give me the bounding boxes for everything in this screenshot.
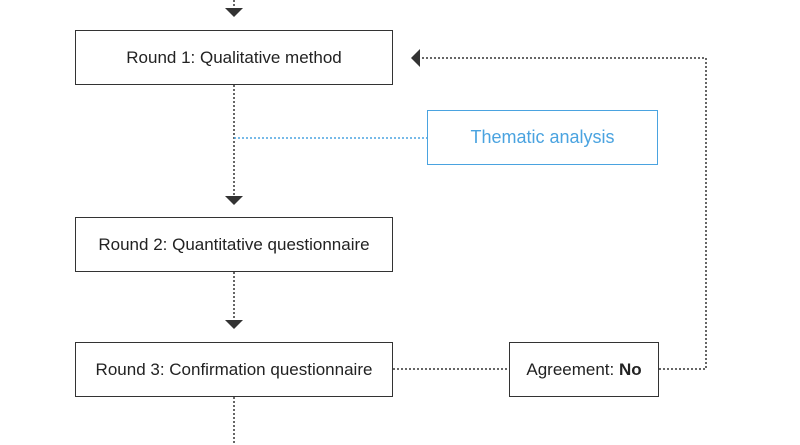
round1-qualitative-box: Round 1: Qualitative method: [75, 30, 393, 85]
round2-arrowhead: [225, 196, 243, 205]
round3-label: Round 3: Confirmation questionnaire: [95, 359, 373, 379]
thematic-analysis-label: Thematic analysis: [470, 127, 615, 147]
agreement-box: Agreement: No: [509, 342, 659, 397]
round2-label: Round 2: Quantitative questionnaire: [98, 234, 370, 254]
round1-feedback-arrowhead: [411, 49, 420, 67]
round2-quantitative-box: Round 2: Quantitative questionnaire: [75, 217, 393, 272]
thematic-analysis-box: Thematic analysis: [427, 110, 658, 165]
round1-label: Round 1: Qualitative method: [126, 47, 342, 67]
feedback-loop-connector: [420, 57, 707, 370]
round3-confirmation-box: Round 3: Confirmation questionnaire: [75, 342, 393, 397]
round3-arrowhead: [225, 320, 243, 329]
agreement-value: No: [618, 359, 642, 379]
incoming-arrowhead: [225, 8, 243, 17]
agreement-label: Agreement:: [526, 359, 619, 379]
